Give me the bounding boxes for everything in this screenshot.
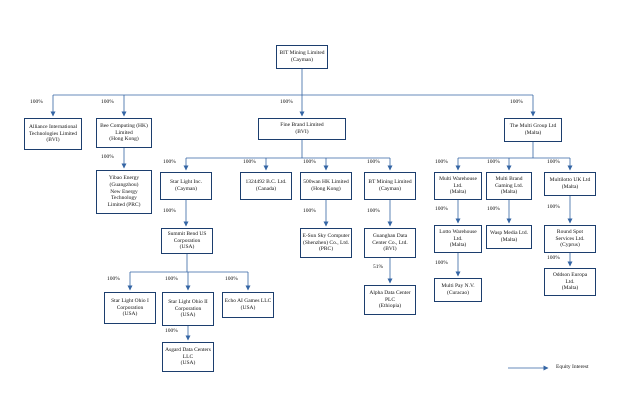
org-node-fine-brand: Fine Brand Limited (BVI) bbox=[258, 118, 346, 140]
pct-alpha-data-center: 51% bbox=[373, 264, 384, 270]
org-node-star-light: Star Light Inc. (Cayman) bbox=[160, 172, 212, 200]
pct-yibao-energy: 100% bbox=[101, 154, 114, 160]
pct-bee-computing-hk: 100% bbox=[101, 99, 114, 105]
org-node-yibao-energy: Yibao Energy (Guangzhou) New Energy Tech… bbox=[96, 170, 152, 214]
org-node-asgard-data-centers: Asgard Data Centers LLC (USA) bbox=[162, 342, 214, 372]
org-node-alliance-intl-tech: Alliance International Technologies Limi… bbox=[24, 118, 82, 150]
pct-alliance-intl-tech: 100% bbox=[30, 99, 43, 105]
pct-500wan-hk: 100% bbox=[303, 159, 316, 165]
pct-wasp-media: 100% bbox=[487, 206, 500, 212]
pct-guanghan-data-center: 100% bbox=[367, 208, 380, 214]
pct-bt-mining-cayman: 100% bbox=[367, 159, 380, 165]
pct-echo-ai-games: 100% bbox=[225, 276, 238, 282]
org-node-alpha-data-center: Alpha Data Center PLC (Ethiopia) bbox=[364, 285, 416, 315]
pct-fine-brand: 100% bbox=[280, 99, 293, 105]
org-node-summit-bend-us: Summit Bend US Corporation (USA) bbox=[161, 228, 213, 254]
org-node-lotto-warehouse: Lotto Warehouse Ltd. (Malta) bbox=[434, 225, 482, 253]
org-node-bit-mining: BIT Mining Limited (Cayman) bbox=[276, 45, 328, 69]
pct-multi-pay: 100% bbox=[435, 260, 448, 266]
org-node-e-sun-sky-computer: E-Sun Sky Computer (Shenzhen) Co., Ltd. … bbox=[300, 228, 352, 258]
pct-summit-bend-us: 100% bbox=[163, 208, 176, 214]
pct-asgard-data-centers: 100% bbox=[165, 328, 178, 334]
org-node-echo-ai-games: Echo AI Games LLC (USA) bbox=[222, 292, 274, 318]
pct-multi-warehouse: 100% bbox=[435, 159, 448, 165]
pct-multi-brand-gaming: 100% bbox=[487, 159, 500, 165]
org-node-wasp-media: Wasp Media Ltd. (Malta) bbox=[486, 225, 532, 249]
org-node-bc-1324492: 1324492 B.C. Ltd. (Canada) bbox=[240, 172, 292, 200]
org-node-500wan-hk: 500wan HK Limited (Hong Kong) bbox=[300, 172, 352, 200]
pct-bc-1324492: 100% bbox=[243, 159, 256, 165]
pct-star-light-ohio-2: 100% bbox=[165, 276, 178, 282]
org-node-multi-pay: Multi Pay N.V. (Curacao) bbox=[434, 278, 482, 302]
org-node-multi-warehouse: Multi Warehouse Ltd. (Malta) bbox=[434, 172, 482, 200]
pct-lotto-warehouse: 100% bbox=[435, 206, 448, 212]
pct-round-spot-services: 100% bbox=[547, 204, 560, 210]
pct-oddson-europa: 100% bbox=[547, 255, 560, 261]
pct-star-light-ohio-1: 100% bbox=[107, 276, 120, 282]
pct-multi-group: 100% bbox=[510, 99, 523, 105]
org-node-oddson-europa: Oddson Europa Ltd. (Malta) bbox=[544, 268, 596, 296]
org-node-multilotto-uk: Multilotto UK Ltd (Malta) bbox=[544, 172, 596, 196]
legend-equity-interest: Equity Interest bbox=[556, 364, 589, 370]
org-node-star-light-ohio-2: Star Light Ohio II Corporation (USA) bbox=[162, 292, 214, 326]
pct-e-sun-sky-computer: 100% bbox=[303, 208, 316, 214]
org-node-star-light-ohio-1: Star Light Ohio I Corporation (USA) bbox=[104, 292, 156, 324]
pct-star-light: 100% bbox=[163, 159, 176, 165]
org-node-guanghan-data-center: Guanghan Data Center Co., Ltd. (BVI) bbox=[364, 228, 416, 258]
org-node-round-spot-services: Round Spot Services Ltd. (Cyprus) bbox=[544, 225, 596, 253]
org-node-multi-group: The Multi Group Ltd (Malta) bbox=[504, 118, 562, 142]
org-node-bee-computing-hk: Bee Computing (HK) Limited (Hong Kong) bbox=[96, 118, 152, 148]
pct-multilotto-uk: 100% bbox=[547, 159, 560, 165]
org-node-multi-brand-gaming: Multi Brand Gaming Ltd. (Malta) bbox=[486, 172, 532, 200]
org-node-bt-mining-cayman: BT Mining Limited (Cayman) bbox=[364, 172, 416, 200]
